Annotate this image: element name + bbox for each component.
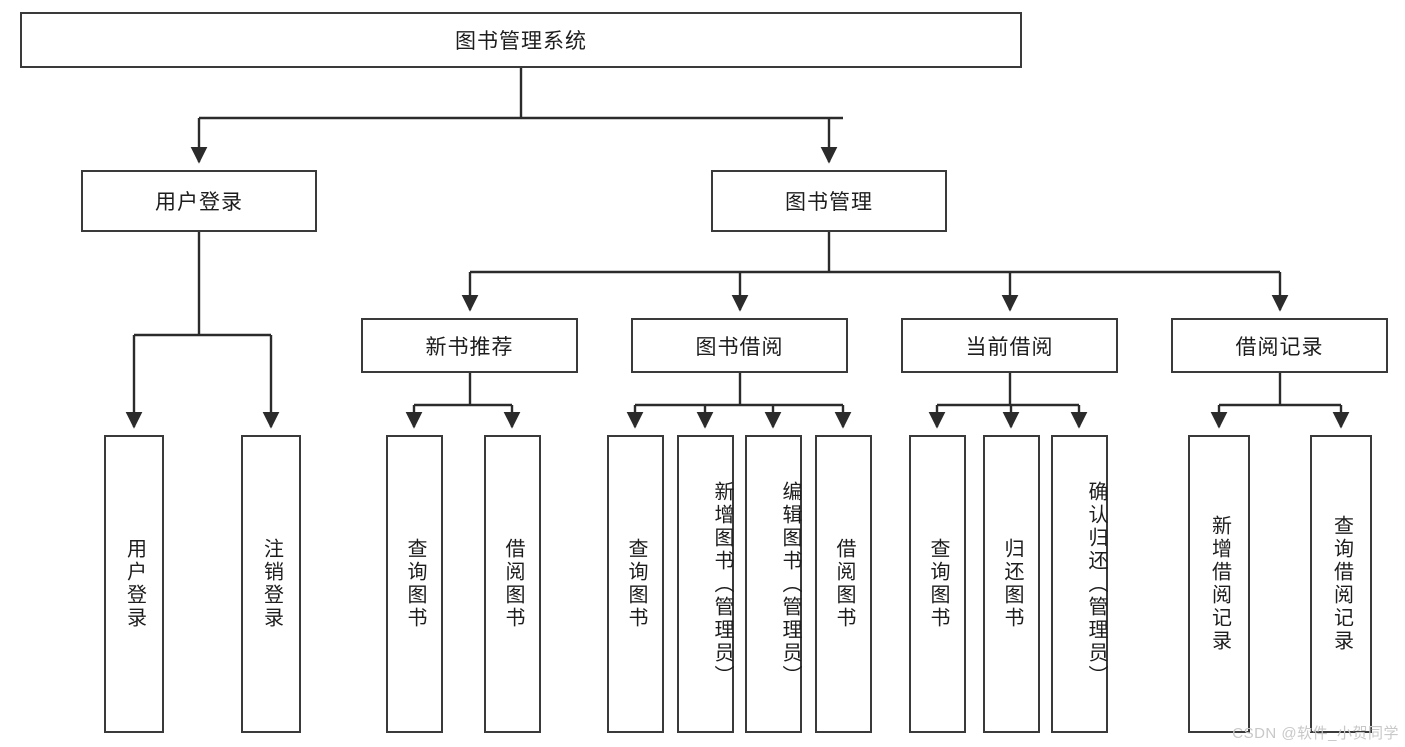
node-leaf-4[interactable]: 查询图书 bbox=[607, 435, 664, 733]
node-level2-2[interactable]: 当前借阅 bbox=[901, 318, 1118, 373]
node-leaf-2[interactable]: 查询图书 bbox=[386, 435, 443, 733]
watermark: CSDN @软件_小贺同学 bbox=[1232, 725, 1399, 742]
node-leaf-3[interactable]: 借阅图书 bbox=[484, 435, 541, 733]
node-leaf-8[interactable]: 查询图书 bbox=[909, 435, 966, 733]
node-leaf-1[interactable]: 注销登录 bbox=[241, 435, 301, 733]
node-leaf-11[interactable]: 新增借阅记录 bbox=[1188, 435, 1250, 733]
node-level1-0[interactable]: 用户登录 bbox=[81, 170, 317, 232]
node-leaf-5[interactable]: 新增图书（管理员） bbox=[677, 435, 734, 733]
node-root[interactable]: 图书管理系统 bbox=[20, 12, 1022, 68]
node-level2-0[interactable]: 新书推荐 bbox=[361, 318, 578, 373]
node-leaf-7[interactable]: 借阅图书 bbox=[815, 435, 872, 733]
node-leaf-0[interactable]: 用户登录 bbox=[104, 435, 164, 733]
node-leaf-6[interactable]: 编辑图书（管理员） bbox=[745, 435, 802, 733]
node-leaf-12[interactable]: 查询借阅记录 bbox=[1310, 435, 1372, 733]
node-level2-1[interactable]: 图书借阅 bbox=[631, 318, 848, 373]
node-leaf-10[interactable]: 确认归还（管理员） bbox=[1051, 435, 1108, 733]
node-level1-1[interactable]: 图书管理 bbox=[711, 170, 947, 232]
node-level2-3[interactable]: 借阅记录 bbox=[1171, 318, 1388, 373]
node-leaf-9[interactable]: 归还图书 bbox=[983, 435, 1040, 733]
